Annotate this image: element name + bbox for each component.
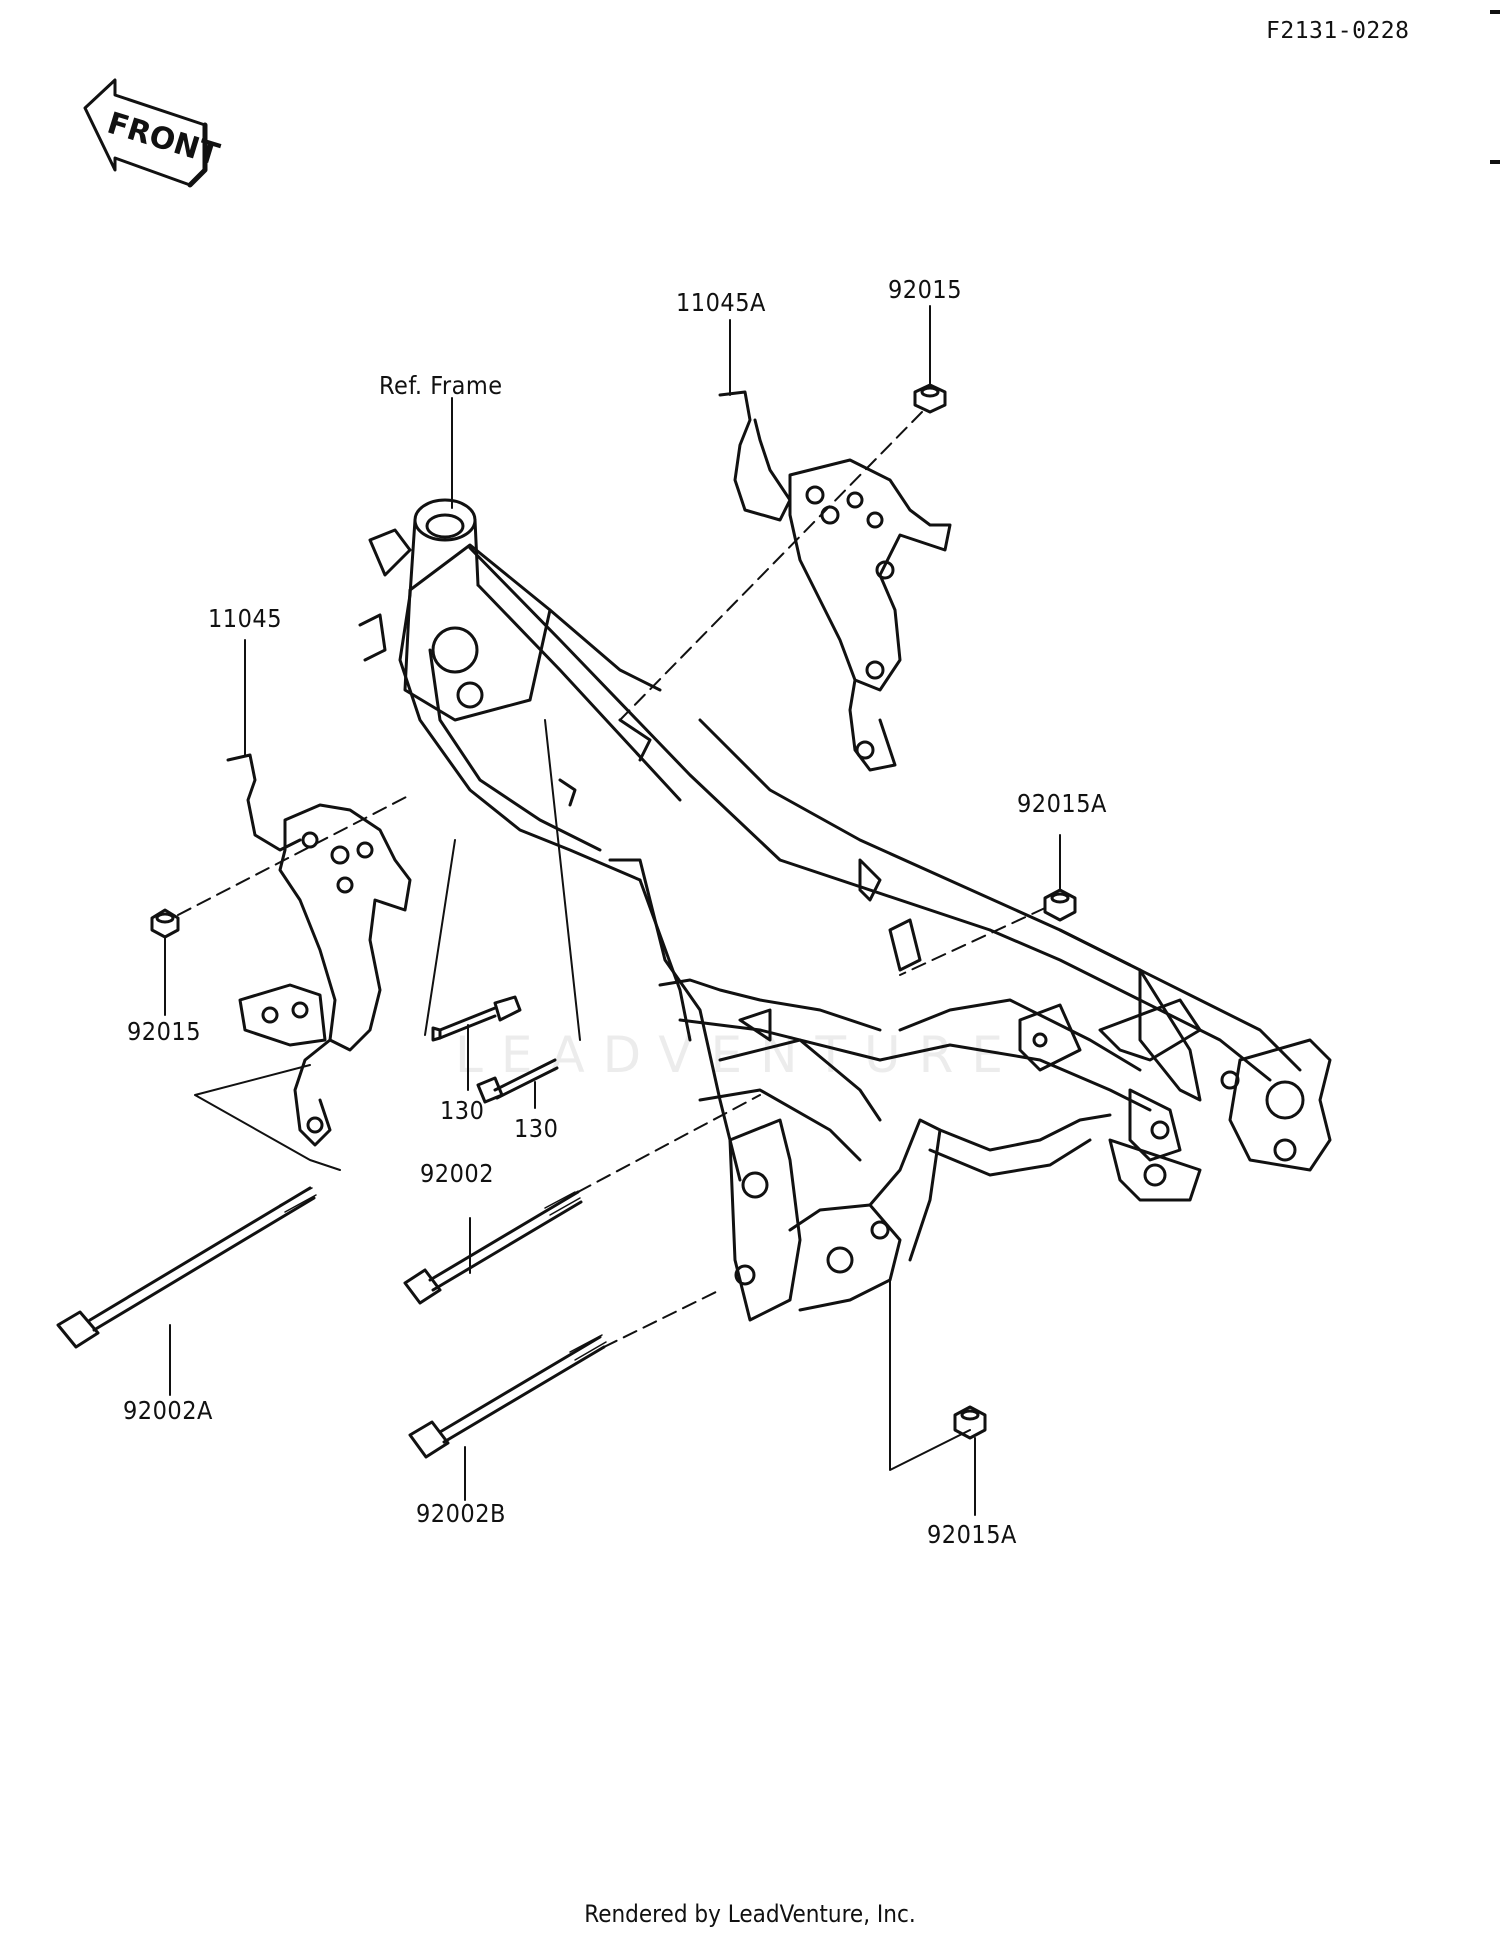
label-92015a-bottom: 92015A: [927, 1520, 1017, 1549]
bolt-92002a: [56, 1186, 317, 1349]
frame-drawing: [358, 498, 1332, 1322]
nut-92015a-bottom: [953, 1405, 987, 1440]
label-130-b: 130: [514, 1114, 559, 1143]
edge-mark-top: [1490, 10, 1500, 14]
label-11045a: 11045A: [676, 288, 766, 317]
bolt-130-b: [476, 1058, 559, 1104]
front-arrow-icon: FRONT: [83, 78, 224, 188]
nut-92015-top: [913, 383, 947, 414]
bolt-130-a: [431, 995, 522, 1042]
nut-92015a-right: [1043, 888, 1077, 922]
figure-code: F2131-0228: [1266, 18, 1410, 44]
bracket-11045a: [718, 390, 952, 772]
label-92002a: 92002A: [123, 1396, 213, 1425]
edge-mark-bottom: [1490, 160, 1500, 164]
label-92002b: 92002B: [416, 1499, 506, 1528]
label-92002: 92002: [420, 1159, 495, 1188]
label-11045: 11045: [208, 604, 283, 633]
label-ref-frame: Ref. Frame: [379, 371, 503, 400]
label-92015-top: 92015: [888, 275, 963, 304]
label-130-a: 130: [440, 1096, 485, 1125]
bolt-92002: [403, 1190, 583, 1305]
nut-92015-left: [150, 908, 180, 939]
bolt-92002b: [408, 1334, 607, 1459]
leader-lines: [164, 305, 1061, 1516]
footer-credit: Rendered by LeadVenture, Inc.: [584, 1900, 916, 1928]
bracket-11045: [226, 753, 412, 1147]
label-92015-left: 92015: [127, 1017, 202, 1046]
label-92015a-right: 92015A: [1017, 789, 1107, 818]
